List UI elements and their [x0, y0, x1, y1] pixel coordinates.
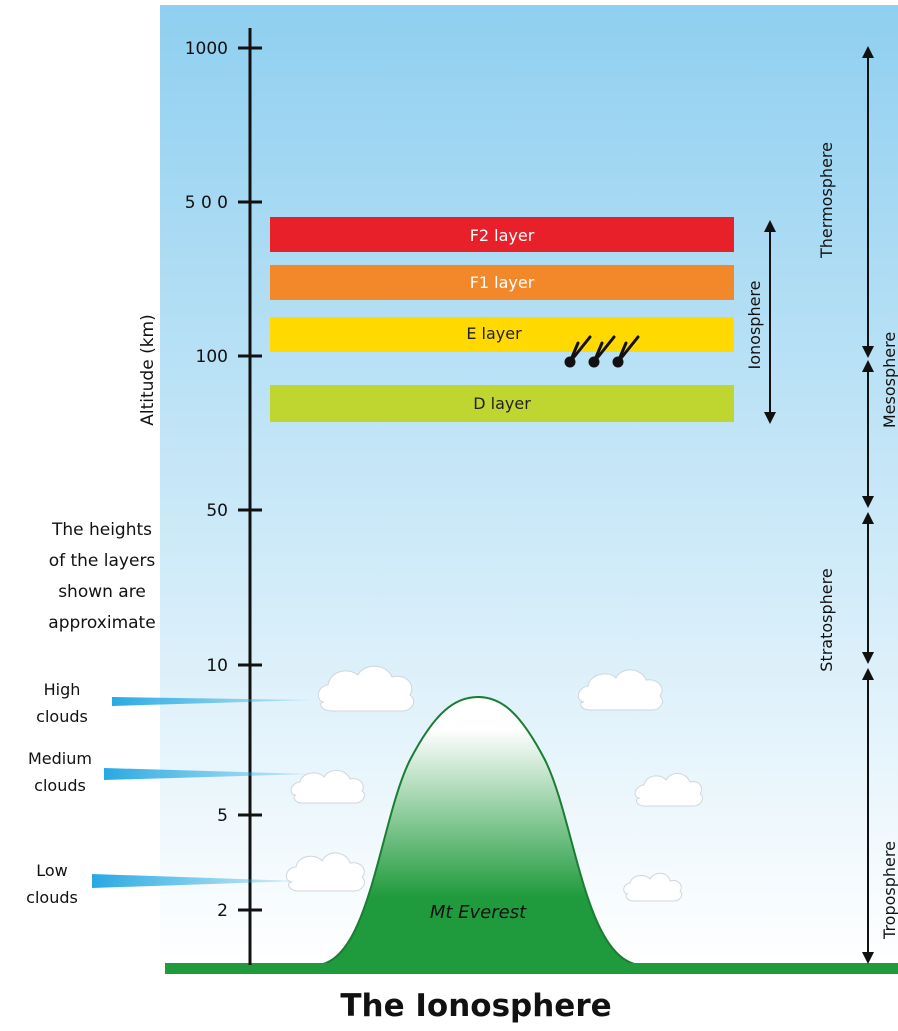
cloud-label-high-2: clouds: [36, 707, 88, 726]
region-label-stratosphere: Stratosphere: [817, 568, 836, 671]
layer-bar-d: [270, 385, 734, 422]
cloud-low-left: [286, 852, 365, 892]
cloud-label-low-2: clouds: [26, 888, 78, 907]
layer-bar-e: [270, 317, 734, 352]
cloud-medium-left: [290, 770, 365, 804]
tick-label-50: 50: [206, 501, 228, 521]
ground: [165, 963, 898, 974]
mountain-label: Mt Everest: [430, 902, 527, 923]
altitude-axis: [238, 28, 262, 965]
tick-label-500: 5 0 0: [185, 193, 228, 213]
ionosphere-span-arrow: [764, 220, 776, 424]
cloud-label-low-1: Low: [36, 861, 68, 880]
cloud-high-left: [318, 665, 415, 712]
region-label-mesosphere: Mesosphere: [880, 332, 898, 428]
tick-label-10: 10: [206, 656, 228, 676]
layer-label-e: E layer: [466, 324, 522, 343]
note-line-3: shown are: [58, 582, 146, 602]
cloud-label-high-1: High: [44, 680, 81, 699]
pointer-medium-clouds: [104, 768, 312, 780]
tick-label-5: 5: [217, 806, 228, 826]
layer-label-f1: F1 layer: [470, 273, 535, 292]
tick-label-100: 100: [196, 347, 228, 367]
layer-label-f2: F2 layer: [470, 226, 535, 245]
cloud-high-right: [578, 669, 663, 711]
cloud-medium-right: [634, 773, 703, 807]
note-line-2: of the layers: [49, 551, 156, 571]
note-line-4: approximate: [48, 613, 155, 633]
tick-label-1000: 1000: [185, 39, 228, 59]
pointer-high-clouds: [112, 697, 312, 706]
note-line-1: The heights: [51, 520, 152, 540]
layer-bars: F2 layer F1 layer E layer D layer: [270, 217, 734, 422]
pointer-low-clouds: [92, 874, 300, 888]
cloud-label-medium-2: clouds: [34, 776, 86, 795]
ionosphere-label: Ionosphere: [745, 281, 764, 370]
axis-label: Altitude (km): [138, 314, 158, 426]
layer-bar-f2: [270, 217, 734, 252]
cloud-low-right: [623, 872, 683, 902]
region-label-troposphere: Troposphere: [880, 841, 898, 940]
tick-label-2: 2: [217, 901, 228, 921]
cloud-label-medium-1: Medium: [28, 749, 92, 768]
clouds: [286, 665, 703, 902]
page-title: The Ionosphere: [340, 988, 611, 1024]
region-arrows: [862, 46, 874, 964]
meteor-icon: [564, 335, 640, 368]
layer-bar-f1: [270, 265, 734, 300]
region-label-thermosphere: Thermosphere: [817, 142, 836, 259]
layer-label-d: D layer: [473, 394, 531, 413]
mt-everest: [317, 695, 641, 966]
